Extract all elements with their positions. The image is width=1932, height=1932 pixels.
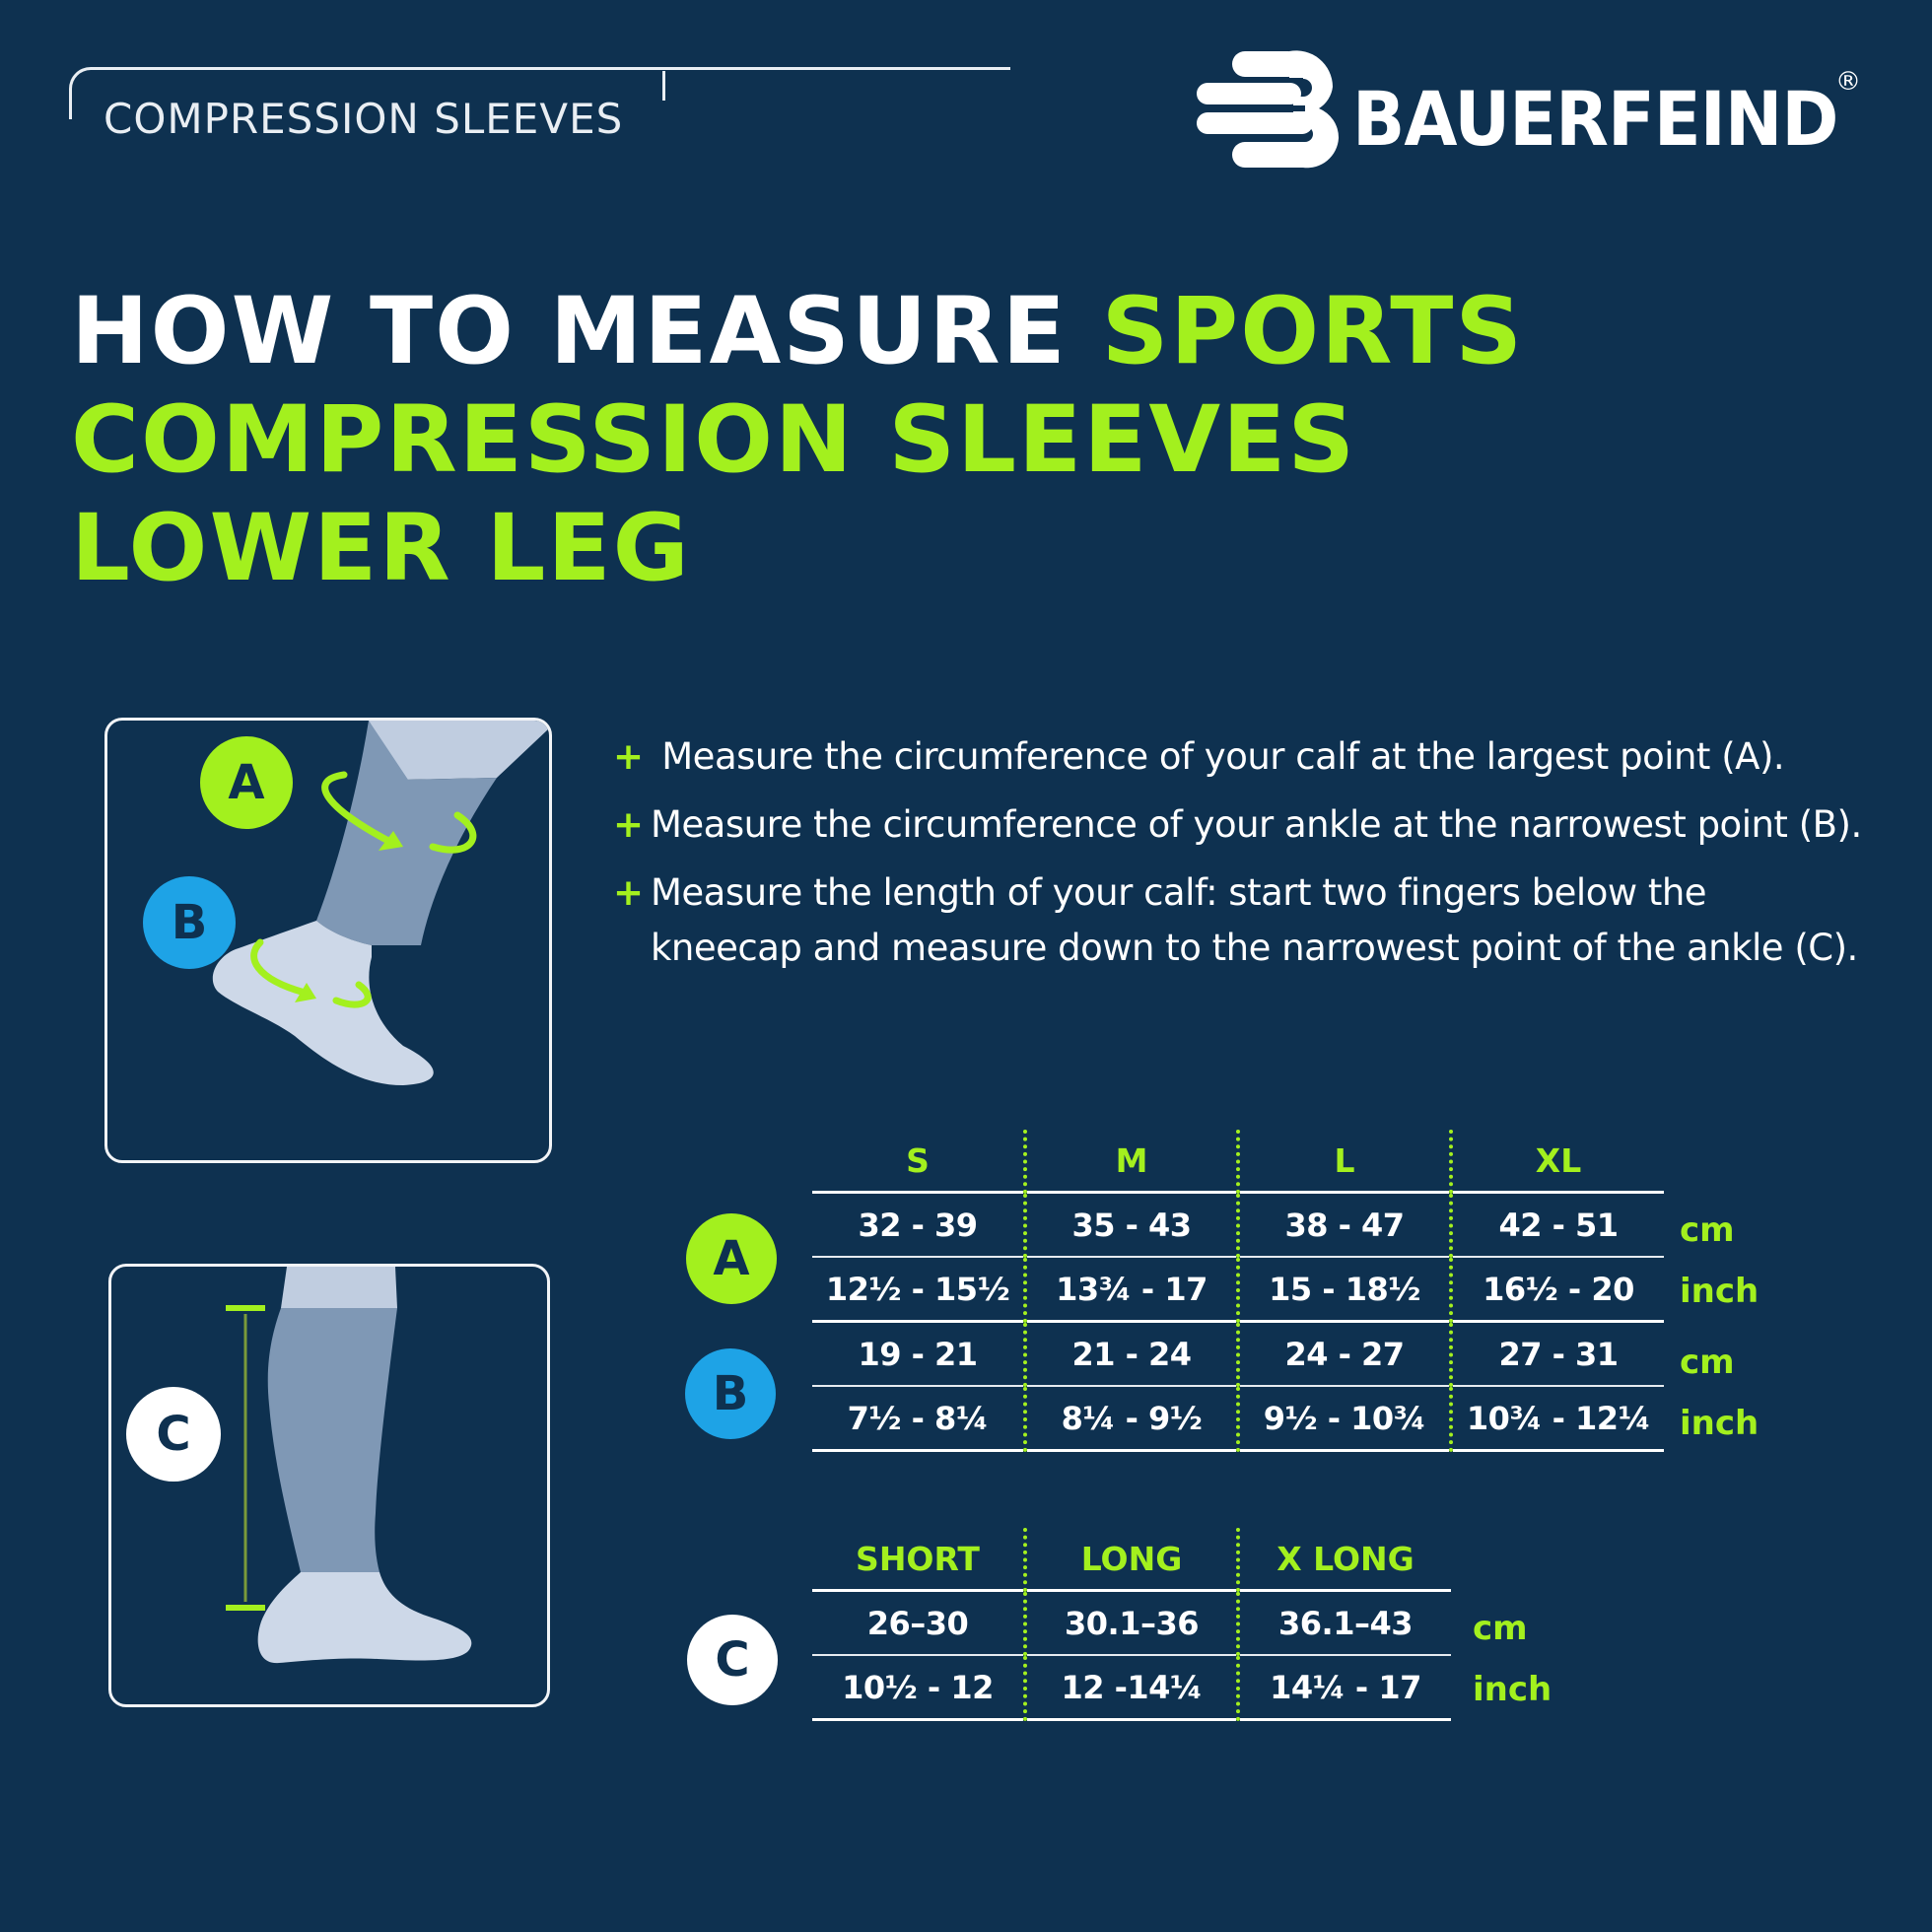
plus-bullet-icon: + [613, 803, 644, 846]
unit-label: cm [1680, 1343, 1735, 1382]
plus-bullet-icon: + [613, 735, 644, 778]
table-cell: 36.1–43 [1238, 1589, 1451, 1655]
brand-name: BAUERFEIND [1352, 75, 1838, 163]
badge-b: B [143, 876, 236, 969]
table-cell: 27 - 31 [1451, 1320, 1664, 1386]
page-title: HOW TO MEASURE SPORTS COMPRESSION SLEEVE… [71, 278, 1524, 603]
length-header-long: LONG [1025, 1528, 1240, 1591]
table-cell: 14¼ - 17 [1238, 1654, 1451, 1721]
circumference-illustration: A B [104, 718, 552, 1163]
table-row: 7½ - 8¼ 8¼ - 9½ 9½ - 10¾ 10¾ - 12¼ [812, 1385, 1664, 1452]
instruction-item-calf: + Measure the circumference of your calf… [613, 729, 1914, 785]
table-cell: 21 - 24 [1025, 1320, 1240, 1386]
table-cell: 12 -14¼ [1025, 1654, 1240, 1721]
table-cell: 32 - 39 [812, 1191, 1027, 1257]
table-cell: 10½ - 12 [812, 1654, 1027, 1721]
table-cell: 26–30 [812, 1589, 1027, 1655]
badge-c: C [126, 1387, 221, 1482]
leg-length-drawing [226, 1267, 472, 1664]
table-cell: 35 - 43 [1025, 1191, 1240, 1257]
category-divider-tick [662, 71, 665, 101]
length-table-badge-c: C [687, 1615, 778, 1705]
size-header-xl: XL [1535, 1140, 1582, 1180]
instruction-text: Measure the length of your calf: start t… [651, 871, 1707, 914]
badge-a: A [200, 736, 293, 829]
brand-logo: BAUERFEIND ® [1195, 47, 1865, 175]
unit-label: cm [1680, 1210, 1735, 1250]
instruction-item-ankle: + Measure the circumference of your ankl… [613, 797, 1914, 853]
length-illustration: C [108, 1264, 550, 1707]
title-line2: COMPRESSION SLEEVES [71, 386, 1357, 494]
size-table: S M L XL 32 - 39 35 - 43 38 - 47 42 - 51… [812, 1130, 1664, 1452]
unit-label: inch [1680, 1272, 1760, 1311]
table-cell: 9½ - 10¾ [1238, 1385, 1453, 1452]
table-cell: 7½ - 8¼ [812, 1385, 1027, 1452]
size-table-badge-a: A [686, 1213, 777, 1304]
size-header-l: L [1238, 1130, 1453, 1193]
table-cell: 12½ - 15½ [812, 1256, 1027, 1322]
unit-label: inch [1473, 1670, 1552, 1709]
table-cell: 13¾ - 17 [1025, 1256, 1240, 1322]
measurement-instructions: + Measure the circumference of your calf… [613, 729, 1914, 989]
unit-label: cm [1473, 1609, 1528, 1648]
unit-label: inch [1680, 1404, 1760, 1443]
plus-bullet-icon: + [613, 871, 644, 914]
category-frame [69, 67, 1010, 119]
table-cell: 15 - 18½ [1238, 1256, 1453, 1322]
title-line1-white: HOW TO MEASURE [71, 278, 1102, 385]
instruction-text: Measure the circumference of your ankle … [651, 803, 1862, 846]
size-header-m: M [1025, 1130, 1240, 1193]
table-cell: 38 - 47 [1238, 1191, 1453, 1257]
length-header-x-long: X LONG [1276, 1539, 1414, 1578]
length-table-header: SHORT LONG X LONG [812, 1528, 1451, 1591]
length-table: SHORT LONG X LONG 26–30 30.1–36 36.1–43 … [812, 1528, 1451, 1721]
instruction-text: Measure the circumference of your calf a… [651, 735, 1785, 778]
table-cell: 8¼ - 9½ [1025, 1385, 1240, 1452]
size-header-s: S [812, 1130, 1027, 1193]
instruction-item-length: + Measure the length of your calf: start… [613, 865, 1914, 976]
table-row: 32 - 39 35 - 43 38 - 47 42 - 51 [812, 1191, 1664, 1257]
title-line3: LOWER LEG [71, 495, 691, 602]
table-cell: 30.1–36 [1025, 1589, 1240, 1655]
instruction-text-continued: kneecap and measure down to the narrowes… [651, 927, 1858, 969]
table-row: 10½ - 12 12 -14¼ 14¼ - 17 [812, 1654, 1451, 1721]
brand-registered-mark: ® [1835, 67, 1861, 97]
size-table-badge-b: B [685, 1348, 776, 1439]
leg-circumference-drawing [212, 721, 549, 1085]
table-row: 26–30 30.1–36 36.1–43 [812, 1589, 1451, 1655]
table-row: 12½ - 15½ 13¾ - 17 15 - 18½ 16½ - 20 [812, 1256, 1664, 1322]
bauerfeind-logo-icon [1197, 50, 1340, 169]
length-header-short: SHORT [812, 1528, 1027, 1591]
table-cell: 24 - 27 [1238, 1320, 1453, 1386]
category-label: COMPRESSION SLEEVES [104, 95, 624, 143]
table-row: 19 - 21 21 - 24 24 - 27 27 - 31 [812, 1320, 1664, 1386]
table-cell: 10¾ - 12¼ [1451, 1385, 1664, 1452]
size-table-header: S M L XL [812, 1130, 1664, 1193]
title-line1-green: SPORTS [1101, 278, 1525, 385]
table-cell: 19 - 21 [812, 1320, 1027, 1386]
table-cell: 16½ - 20 [1451, 1256, 1664, 1322]
table-cell: 42 - 51 [1451, 1191, 1664, 1257]
